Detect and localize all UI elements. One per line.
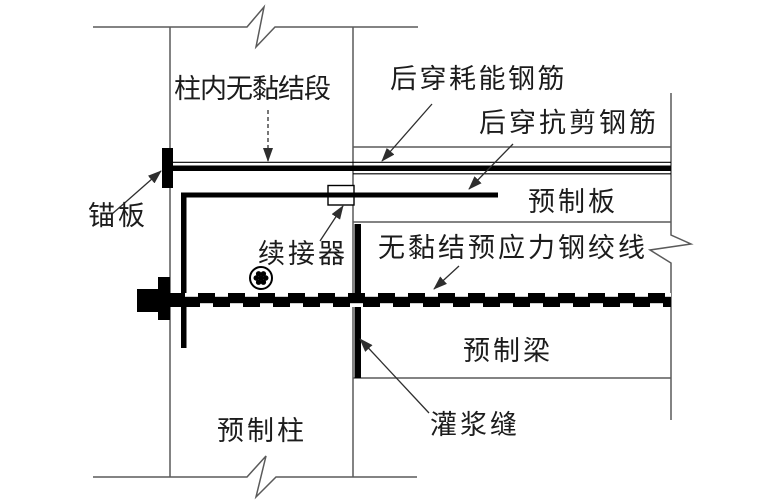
bottom-boundary-break-line (93, 455, 417, 500)
strand-bar-dashes (185, 293, 671, 307)
anchor-plate (162, 148, 173, 188)
leader-shear-rebar (468, 143, 514, 190)
strand-anchor-plate (158, 277, 170, 320)
strand-anchor-head (137, 289, 158, 312)
strand-section-core (253, 271, 269, 285)
label-unbonded-prestressing-strand: 无黏结预应力钢绞线 (378, 233, 648, 263)
label-precast-column: 预制柱 (217, 416, 307, 446)
label-anchor-plate: 锚板 (88, 201, 148, 231)
top-boundary-break-line (93, 4, 418, 50)
label-coupler: 续接器 (258, 239, 348, 269)
energy-rebar-bar (173, 165, 671, 171)
label-precast-slab: 预制板 (528, 187, 618, 217)
label-column-unbonded-segment: 柱内无黏结段 (174, 74, 331, 104)
label-energy-dissipating-rebar: 后穿耗能钢筋 (390, 64, 567, 94)
shear-rebar-bar (181, 192, 498, 348)
leader-energy-rebar (381, 103, 433, 162)
leader-anchor-plate (111, 170, 162, 215)
label-precast-beam: 预制梁 (463, 336, 553, 366)
right-edge-break-line (647, 93, 694, 420)
label-grout-joint: 灌浆缝 (430, 410, 520, 440)
leader-grout-joint (359, 338, 430, 414)
leader-coupler (319, 205, 344, 242)
leader-strand (433, 265, 460, 290)
label-shear-rebar: 后穿抗剪钢筋 (479, 108, 659, 138)
